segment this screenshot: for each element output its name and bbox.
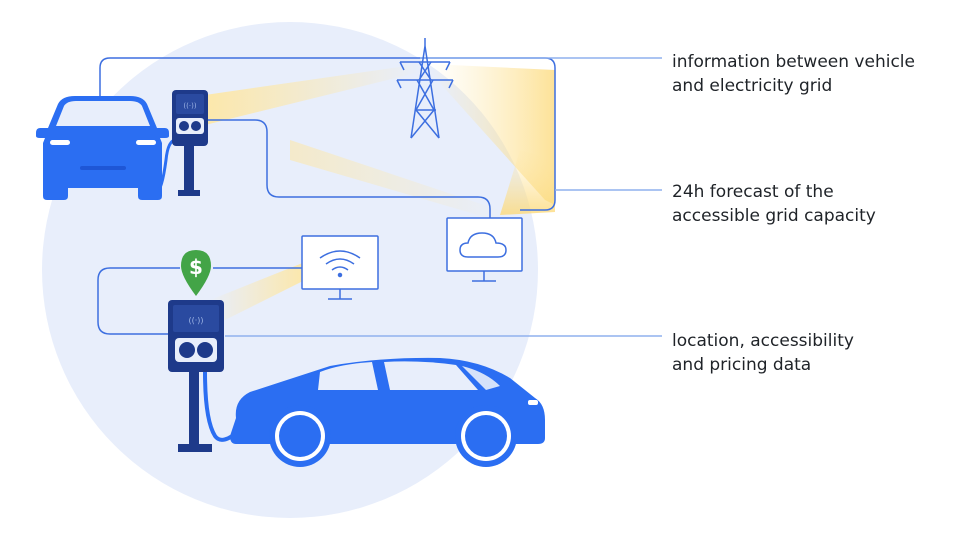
label-forecast: 24h forecast of the accessible grid capa… xyxy=(672,180,876,228)
wifi-monitor-icon xyxy=(301,235,379,300)
label-forecast-line1: 24h forecast of the xyxy=(672,182,834,202)
label-forecast-line2: accessible grid capacity xyxy=(672,206,876,226)
charging-station-icon: ((·)) xyxy=(168,300,242,452)
label-location-line2: and pricing data xyxy=(672,355,812,375)
svg-text:((·)): ((·)) xyxy=(183,102,196,110)
cloud-monitor-icon xyxy=(446,217,523,282)
line-station-loop xyxy=(97,267,180,335)
data-beams xyxy=(205,64,555,325)
svg-text:((·)): ((·)) xyxy=(188,316,203,325)
label-grid-info: information between vehicle and electric… xyxy=(672,50,915,98)
car-front-icon xyxy=(36,96,169,200)
label-grid-info-line1: information between vehicle xyxy=(672,52,915,72)
beam-to-cloud-monitor xyxy=(290,140,505,220)
charging-station-icon: ((·)) xyxy=(156,90,208,196)
line-car-to-grid xyxy=(99,57,556,211)
line-station-to-cloud xyxy=(207,119,491,218)
dollar-pin-icon: $ xyxy=(181,250,211,296)
label-location: location, accessibility and pricing data xyxy=(672,329,854,377)
power-pylon-icon xyxy=(396,38,454,139)
price-pin-symbol: $ xyxy=(189,255,203,279)
connection-lines xyxy=(97,57,662,337)
label-location-line1: location, accessibility xyxy=(672,331,854,351)
beam-wifi-to-station xyxy=(210,262,305,325)
label-grid-info-line2: and electricity grid xyxy=(672,76,833,96)
beam-right-vertical xyxy=(500,150,555,215)
car-side-icon xyxy=(230,357,545,467)
beam-station-to-pylon xyxy=(205,64,420,125)
